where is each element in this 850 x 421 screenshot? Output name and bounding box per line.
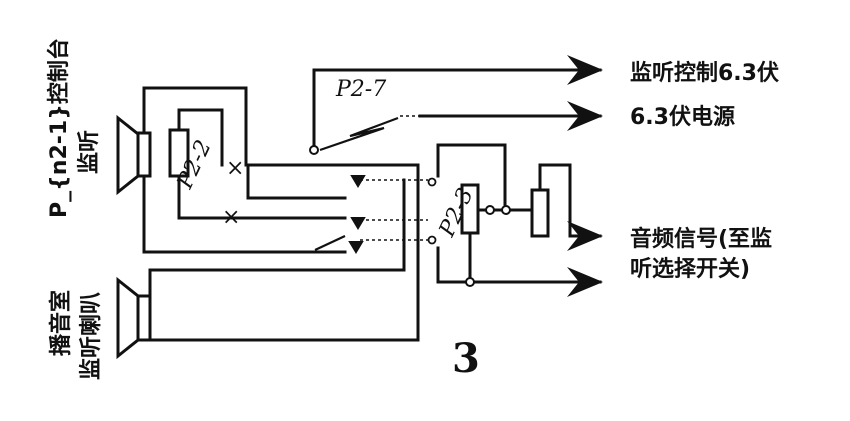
label-p2-7: P2-7 — [335, 77, 386, 102]
bottom-speaker — [116, 276, 152, 360]
wire-audio-2 — [436, 246, 603, 297]
wiring: × × — [142, 55, 603, 342]
label-out-audio-line1: 音频信号(至监 — [630, 226, 772, 252]
p2-7-contact-spring — [319, 116, 399, 152]
wire-to-p2-3 — [303, 163, 420, 186]
terminal-2 — [501, 205, 511, 215]
label-out-audio-line2: 听选择开关) — [630, 256, 750, 282]
wire-bottom-speaker — [148, 182, 420, 342]
contact-arrow-3 — [348, 241, 364, 254]
label-top-speaker-line1: P_{n2-1}控制台 — [46, 38, 72, 218]
label-top-speaker-line2: 监听 — [76, 130, 102, 174]
terminal-1 — [485, 205, 495, 215]
label-out-power: 6.3伏电源 — [630, 104, 735, 130]
wire-p2-3-top — [436, 143, 507, 212]
bottom-speaker-magnet — [136, 294, 152, 342]
wire-p2-2-bottom — [177, 174, 347, 220]
top-speaker-magnet — [136, 131, 152, 178]
contact-arrow-1 — [350, 175, 366, 188]
top-speaker-cone — [116, 114, 140, 196]
wire-audio-1 — [538, 163, 603, 251]
cross-mark-1: × — [226, 156, 244, 181]
bottom-speaker-cone — [116, 276, 140, 360]
p2-7-pivot — [309, 145, 319, 155]
wire-top-speaker-upper — [142, 86, 307, 167]
label-out-monitor-ctrl: 监听控制6.3伏 — [630, 60, 779, 86]
open-terminal-2 — [427, 235, 437, 245]
label-bottom-speaker-line1: 播音室 — [48, 290, 74, 356]
cross-mark-2: × — [222, 205, 240, 230]
wire-monitor-ctrl — [312, 55, 603, 150]
wire-bottom-speaker-upper — [148, 178, 406, 298]
second-resistor — [530, 188, 550, 238]
figure-number: 3 — [452, 335, 480, 382]
wire-p2-2-top — [177, 108, 224, 167]
switch-blade — [314, 235, 346, 251]
open-terminal-1 — [427, 177, 437, 187]
wire-top-speaker-lower — [142, 174, 347, 254]
label-bottom-speaker-line2: 监听喇叭 — [78, 292, 104, 380]
junction-bottom — [465, 277, 475, 287]
